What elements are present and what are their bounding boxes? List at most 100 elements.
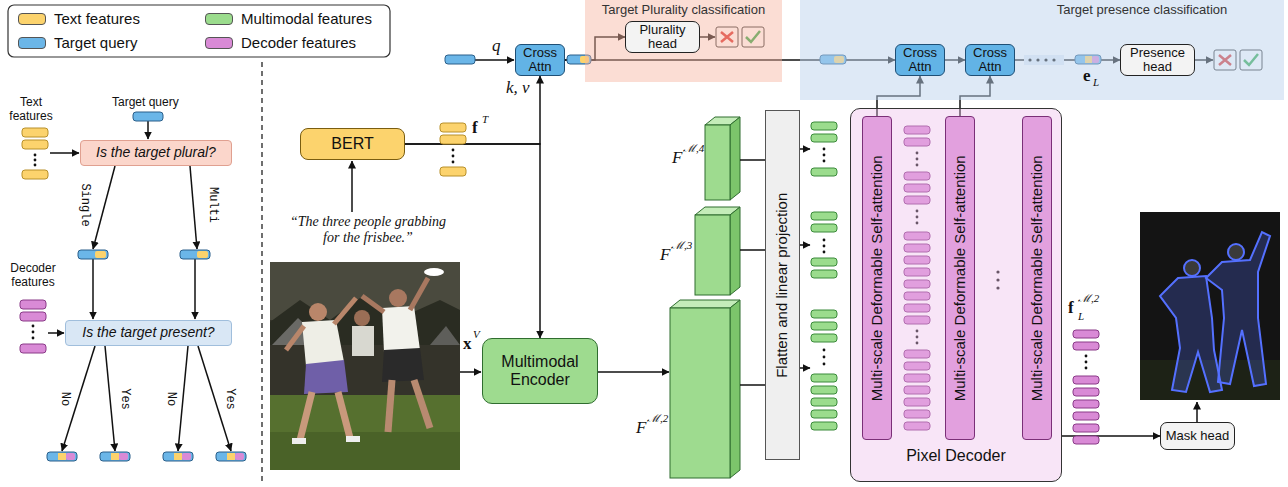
encoder-box: Multimodal Encoder <box>482 338 598 404</box>
annotation-label: Text features <box>6 96 56 124</box>
layout-arrow <box>740 249 765 251</box>
annotation-label: Multi <box>205 187 219 223</box>
layout-arrow <box>351 161 353 212</box>
node-text: Mask head <box>1166 429 1230 443</box>
node-text: Multi-scale Deformable Self-attention <box>1029 155 1046 401</box>
head-box: Presence head <box>1120 44 1195 76</box>
multimodal-token <box>823 160 826 163</box>
text-token <box>34 159 37 162</box>
multimodal-token <box>811 258 837 266</box>
input-photo <box>334 298 356 324</box>
input-photo <box>410 278 428 310</box>
multimodal-token <box>823 239 826 242</box>
multimodal-token <box>811 334 837 342</box>
feature-map <box>730 300 740 478</box>
node-text: Multi-scale Deformable Self-attention <box>869 155 886 401</box>
decoder-token <box>1073 400 1099 408</box>
multimodal-token <box>811 386 837 394</box>
layout-arrow <box>92 259 94 319</box>
layout-arrow <box>93 166 115 249</box>
decoder-token <box>1073 388 1099 396</box>
input-photo <box>424 268 444 276</box>
node-text: Target Plurality classification <box>585 3 782 17</box>
layout-arrow <box>48 332 64 334</box>
annotation-label: “The three people grabbing for the frisb… <box>280 214 456 246</box>
node-text: Multi-scale Deformable Self-attention <box>952 155 969 401</box>
input-photo <box>352 326 374 356</box>
multimodal-token <box>811 422 837 430</box>
attention-layer: Multi-scale Deformable Self-attention <box>862 116 892 440</box>
query-token <box>445 55 475 64</box>
decoder-token <box>32 331 35 334</box>
multimodal-token <box>811 212 837 220</box>
projection-box: Flatten and linear projection <box>765 110 800 460</box>
annotation-label: Single <box>77 183 91 226</box>
decoder-token <box>1085 361 1088 364</box>
divider-line <box>261 62 262 484</box>
layout-arrow <box>105 346 115 451</box>
multimodal-token <box>823 245 826 248</box>
decoder-token <box>1073 376 1099 384</box>
multimodal-token <box>811 322 837 330</box>
node-text: BERT <box>331 135 373 153</box>
input-photo <box>414 380 430 428</box>
input-photo <box>286 326 304 350</box>
decoder-token <box>1073 342 1099 350</box>
feature-map <box>705 125 730 200</box>
legend-swatch <box>205 13 233 25</box>
cross-attention-box: Cross Attn <box>515 44 565 76</box>
input-photo <box>382 306 420 352</box>
multimodal-token <box>811 122 837 430</box>
query-token <box>227 453 235 460</box>
input-photo <box>389 289 407 307</box>
feature-map <box>670 117 740 478</box>
query-token <box>182 453 191 460</box>
layout-arrow <box>178 346 188 451</box>
question-box: Is the target plural? <box>80 140 232 166</box>
layout-arrow <box>740 384 765 386</box>
layout-arrow <box>598 371 669 373</box>
annotation-label: f <box>1068 298 1074 318</box>
annotation-label: T <box>482 113 488 126</box>
node-text: Target presence classification <box>1000 3 1284 17</box>
input-photo <box>338 392 350 438</box>
annotation-label: Yes <box>222 388 236 410</box>
input-photo <box>309 303 327 321</box>
annotation-label: e <box>1083 66 1091 86</box>
cross-attention-box: Cross Attn <box>965 44 1015 76</box>
text-token <box>452 149 455 152</box>
node-text: Plurality head <box>629 23 696 52</box>
multimodal-token <box>823 251 826 254</box>
annotation-label: ℳ,2 <box>647 412 668 425</box>
node-text: Presence head <box>1124 46 1191 75</box>
multimodal-token <box>823 356 826 359</box>
multimodal-token <box>811 398 837 406</box>
text-token <box>440 135 466 144</box>
annotation-label: x <box>463 334 472 354</box>
output-mask-image <box>1140 212 1280 400</box>
query-token <box>66 453 75 460</box>
layout-arrow <box>800 244 810 246</box>
decoder-token <box>20 312 46 321</box>
text-token <box>22 123 466 179</box>
input-photo <box>292 438 306 444</box>
annotation-label: F <box>660 245 670 265</box>
encoder-box: BERT <box>300 128 405 160</box>
legend-text: Text features <box>54 10 140 27</box>
layout-arrow <box>740 159 765 161</box>
input-photo <box>388 380 392 432</box>
decoder-token <box>1073 330 1099 338</box>
text-token <box>22 128 48 137</box>
query-token <box>47 452 77 461</box>
decoder-token <box>20 344 46 353</box>
node-text: Cross Attn <box>519 46 561 75</box>
multimodal-token <box>823 154 826 157</box>
input-photo <box>304 360 348 394</box>
query-token <box>180 250 210 259</box>
text-token <box>34 154 37 157</box>
text-token <box>440 123 466 132</box>
multimodal-token <box>811 410 837 418</box>
legend-text: Multimodal features <box>241 10 372 27</box>
legend-text: Decoder features <box>241 34 356 51</box>
